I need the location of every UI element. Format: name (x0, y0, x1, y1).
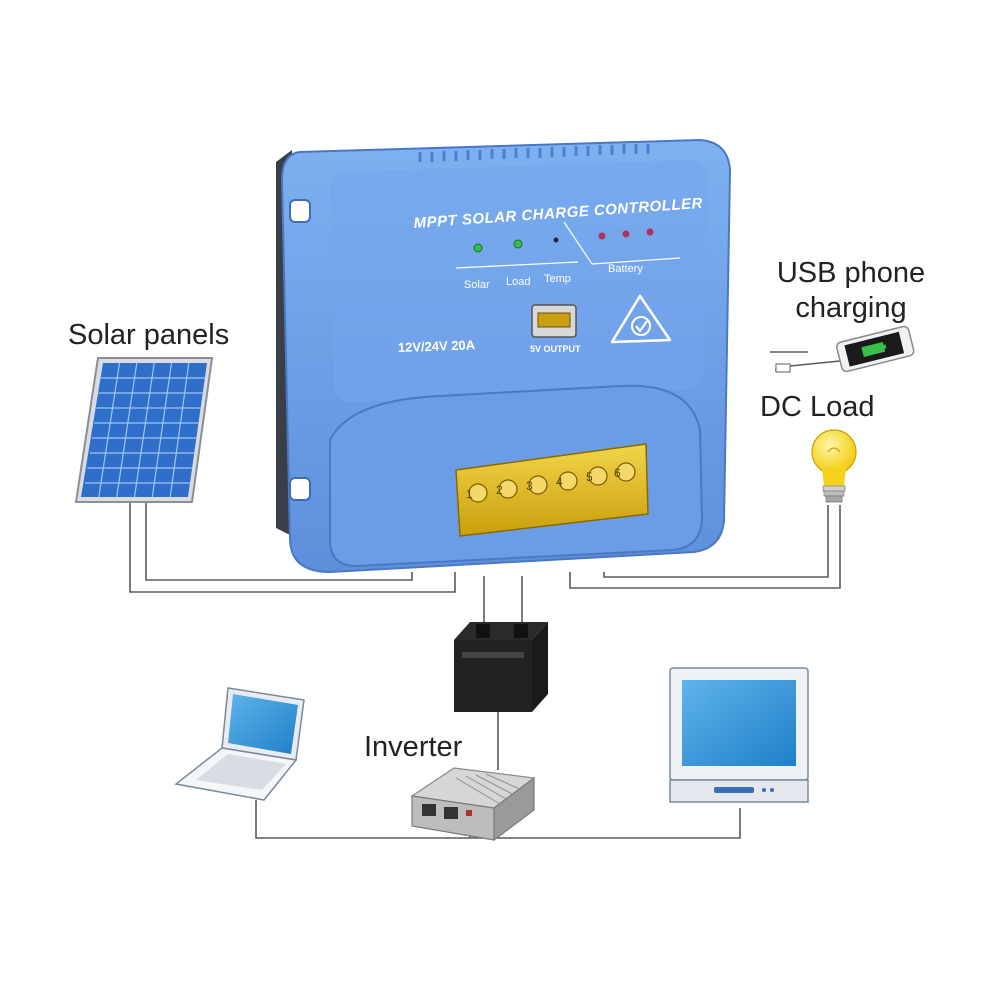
solar-panels-label: Solar panels (68, 318, 229, 353)
terminal-label-2: 2 (496, 483, 503, 497)
inverter-device-icon (412, 768, 534, 840)
usb-output-label: 5V OUTPUT (530, 344, 581, 354)
inverter-label: Inverter (364, 730, 462, 765)
terminal-label-4: 4 (556, 475, 563, 489)
usb-label-line-1: USB phone (766, 256, 936, 291)
terminal-label-5: 5 (586, 470, 593, 484)
temp-led (554, 238, 559, 243)
controller-rating: 12V/24V 20A (398, 337, 476, 355)
terminal-label-1: 1 (466, 487, 473, 501)
indicator-label-solar: Solar (464, 279, 490, 291)
battery-led-2 (623, 231, 630, 238)
battery-icon (454, 622, 548, 712)
load-led (514, 240, 522, 248)
smartphone-icon (836, 325, 915, 372)
battery-led-1 (599, 233, 606, 240)
terminal-label-6: 6 (614, 466, 621, 480)
battery-led-3 (647, 229, 654, 236)
dc-load-label: DC Load (760, 390, 874, 425)
usb-label-line-2: charging (766, 291, 936, 326)
indicator-label-temp: Temp (544, 273, 571, 285)
usb-phone-charging-label: USB phone charging (766, 256, 936, 326)
laptop-icon (176, 688, 304, 800)
charge-controller: MPPT SOLAR CHARGE CONTROLLER Solar Load … (276, 140, 730, 572)
terminal-label-3: 3 (526, 479, 533, 493)
light-bulb-icon (812, 430, 856, 502)
usb-port-slot (538, 313, 570, 327)
mount-hole-top (290, 200, 310, 222)
mount-hole-bottom (290, 478, 310, 500)
indicator-label-load: Load (506, 276, 530, 288)
solar-panel (76, 358, 212, 502)
monitor-icon (670, 668, 808, 802)
solar-led (474, 244, 482, 252)
indicator-label-battery: Battery (608, 263, 643, 275)
usb-plug-icon (776, 364, 790, 372)
